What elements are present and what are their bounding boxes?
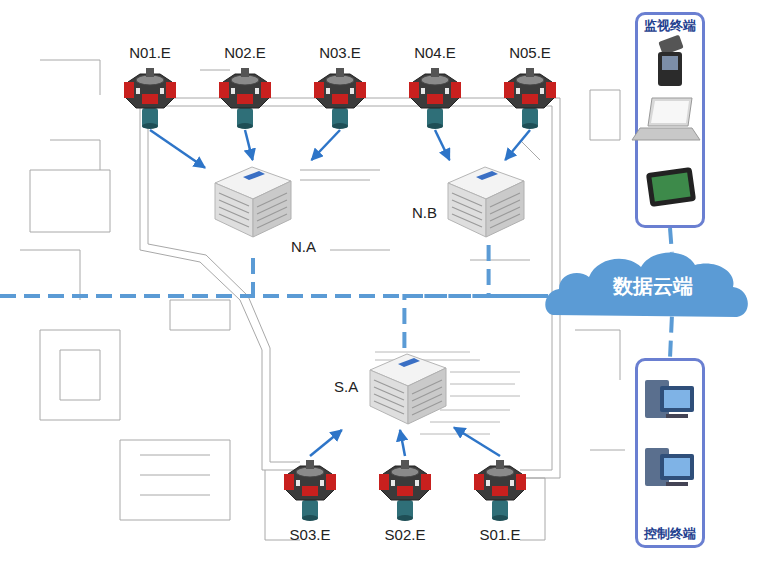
node-label: S02.E — [385, 526, 426, 544]
data-arrow — [400, 430, 405, 456]
sensor-node: N01.E — [105, 44, 195, 130]
cloud-shape: 数据云端 — [545, 243, 753, 323]
sensor-node: S02.E — [360, 456, 450, 544]
node-label: N.A — [291, 238, 316, 256]
node-label: 监视终端 — [644, 17, 696, 35]
data-arrow — [435, 130, 450, 160]
network-link — [670, 228, 672, 253]
sensor-node: S03.E — [265, 456, 355, 544]
terminal-panel: 监视终端 — [635, 12, 705, 228]
network-link — [489, 245, 548, 296]
acquisition-box: S.A — [330, 348, 454, 430]
sensor-node: N05.E — [485, 44, 575, 130]
data-arrow — [454, 428, 500, 457]
data-arrow — [245, 130, 253, 160]
node-label: N04.E — [414, 44, 456, 62]
network-link — [404, 296, 548, 348]
node-label: S01.E — [480, 526, 521, 544]
terminal-panel: 控制终端 — [635, 358, 705, 548]
network-link — [670, 317, 672, 358]
data-arrow — [310, 430, 342, 456]
network-link — [253, 258, 548, 296]
node-label: 控制终端 — [644, 525, 696, 543]
node-label: N02.E — [224, 44, 266, 62]
node-label: 数据云端 — [613, 277, 693, 295]
acquisition-box: N.B — [408, 160, 532, 245]
data-arrow — [150, 130, 205, 168]
node-label: S.A — [334, 378, 358, 396]
acquisition-box: N.A — [205, 160, 325, 258]
node-label: N01.E — [129, 44, 171, 62]
data-arrow — [505, 130, 530, 160]
sensor-node: N03.E — [295, 44, 385, 130]
sensor-node: N02.E — [200, 44, 290, 130]
node-label: N.B — [412, 204, 437, 222]
sensor-node: N04.E — [390, 44, 480, 130]
node-label: S03.E — [290, 526, 331, 544]
node-label: N03.E — [319, 44, 361, 62]
data-arrow — [312, 130, 341, 160]
sensor-node: S01.E — [455, 456, 545, 544]
node-label: N05.E — [509, 44, 551, 62]
